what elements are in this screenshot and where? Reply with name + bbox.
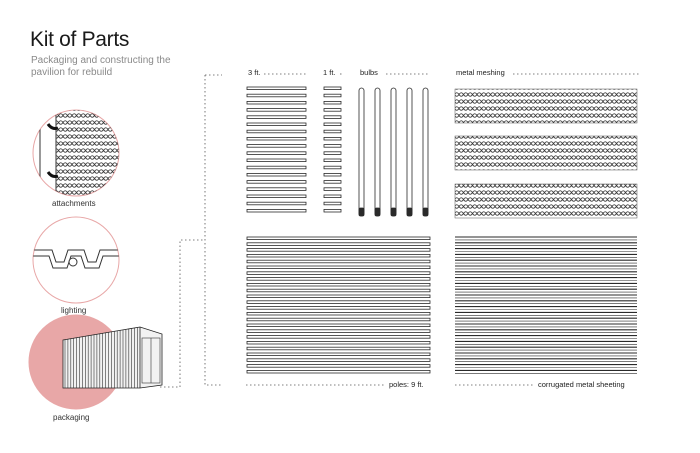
one-ft-bar (323, 180, 342, 184)
one-ft-bar (323, 108, 342, 112)
bulb-cap (422, 207, 429, 217)
three-ft-bar (246, 201, 307, 206)
mesh-panel (454, 183, 638, 219)
pole-bar (246, 271, 431, 275)
one-ft-bar (323, 122, 342, 126)
attachments-label: attachments (52, 199, 96, 208)
one-ft-bar (323, 93, 342, 98)
one-ft-bar (323, 165, 342, 170)
mesh-panel (454, 135, 638, 171)
pole-bar (246, 236, 431, 240)
mesh-panels (454, 88, 638, 219)
mesh-panel (454, 88, 638, 124)
pole-bar (246, 346, 431, 351)
bulb-tubes (358, 87, 429, 217)
pole-bar (246, 259, 431, 264)
one-ft-bar (323, 201, 342, 206)
pole-bar (246, 364, 431, 368)
one-ft-bar (323, 158, 342, 162)
bulb-tube (374, 87, 381, 217)
three-ft-bar (246, 194, 307, 198)
one-ft-bar (323, 187, 342, 191)
one-ft-label: 1 ft. (323, 68, 336, 77)
pole-bar (246, 282, 431, 287)
one-ft-bar (323, 101, 342, 105)
one-ft-bar (323, 115, 342, 119)
pole-bars (246, 236, 431, 374)
lighting-circle (32, 216, 120, 304)
three-ft-bar (246, 180, 307, 184)
one-ft-bar (323, 129, 342, 134)
pole-bar (246, 369, 431, 374)
bulb-tube (422, 87, 429, 217)
bulb-tube (406, 87, 413, 217)
pole-bar (246, 335, 431, 339)
pole-bar (246, 248, 431, 252)
three-ft-bar (246, 101, 307, 105)
three-ft-bar (246, 187, 307, 191)
three-ft-bar (246, 115, 307, 119)
attachments-circle (32, 109, 120, 197)
poles-label: poles: 9 ft. (389, 380, 424, 389)
three-ft-bar (246, 136, 307, 141)
pole-bar (246, 329, 431, 333)
three-ft-bar (246, 108, 307, 112)
sheeting-label: corrugated metal sheeting (538, 380, 625, 389)
pole-bar (246, 340, 431, 345)
pole-bar (246, 242, 431, 246)
pole-bar (246, 311, 431, 316)
three-ft-bar (246, 172, 307, 177)
pole-bar (246, 317, 431, 322)
pole-bar (246, 277, 431, 281)
three-ft-bar (246, 122, 307, 126)
three-ft-label: 3 ft. (248, 68, 261, 77)
one-ft-bar (323, 194, 342, 198)
one-ft-bars (323, 86, 342, 213)
one-ft-bar (323, 86, 342, 90)
one-ft-bar (323, 172, 342, 177)
three-ft-bar (246, 86, 307, 90)
group-guides (246, 73, 640, 386)
pole-bar (246, 300, 431, 304)
one-ft-bar (323, 144, 342, 148)
metal-meshing-label: metal meshing (456, 68, 505, 77)
three-ft-bar (246, 144, 307, 148)
page-title: Kit of Parts (30, 28, 130, 51)
lighting-label: lighting (61, 306, 87, 315)
sheet-bars (455, 236, 637, 374)
bulb-tube (390, 87, 397, 217)
bulb-cap (374, 207, 381, 217)
connector-lines (160, 74, 222, 388)
pole-bar (246, 253, 431, 258)
three-ft-bar (246, 158, 307, 162)
pole-bar (246, 265, 431, 269)
three-ft-bars (246, 86, 307, 213)
pole-bar (246, 294, 431, 298)
one-ft-bar (323, 151, 342, 155)
pole-bar (246, 306, 431, 310)
three-ft-bar (246, 208, 307, 213)
pole-bar (246, 323, 431, 327)
one-ft-bar (323, 136, 342, 141)
three-ft-bar (246, 129, 307, 134)
bulb-tube (358, 87, 365, 217)
packaging-circle (28, 314, 163, 410)
bulbs-label: bulbs (360, 68, 378, 77)
three-ft-bar (246, 151, 307, 155)
pole-bar (246, 358, 431, 362)
bulb-cap (406, 207, 413, 217)
bulb-cap (358, 207, 365, 217)
bulb-cap (390, 207, 397, 217)
shipping-container-icon (62, 326, 163, 389)
one-ft-bar (323, 208, 342, 213)
pole-bar (246, 352, 431, 356)
three-ft-bar (246, 93, 307, 98)
pole-bar (246, 288, 431, 293)
packaging-label: packaging (53, 413, 90, 422)
page-subtitle: Packaging and constructing the pavilion … (31, 55, 171, 78)
three-ft-bar (246, 165, 307, 170)
